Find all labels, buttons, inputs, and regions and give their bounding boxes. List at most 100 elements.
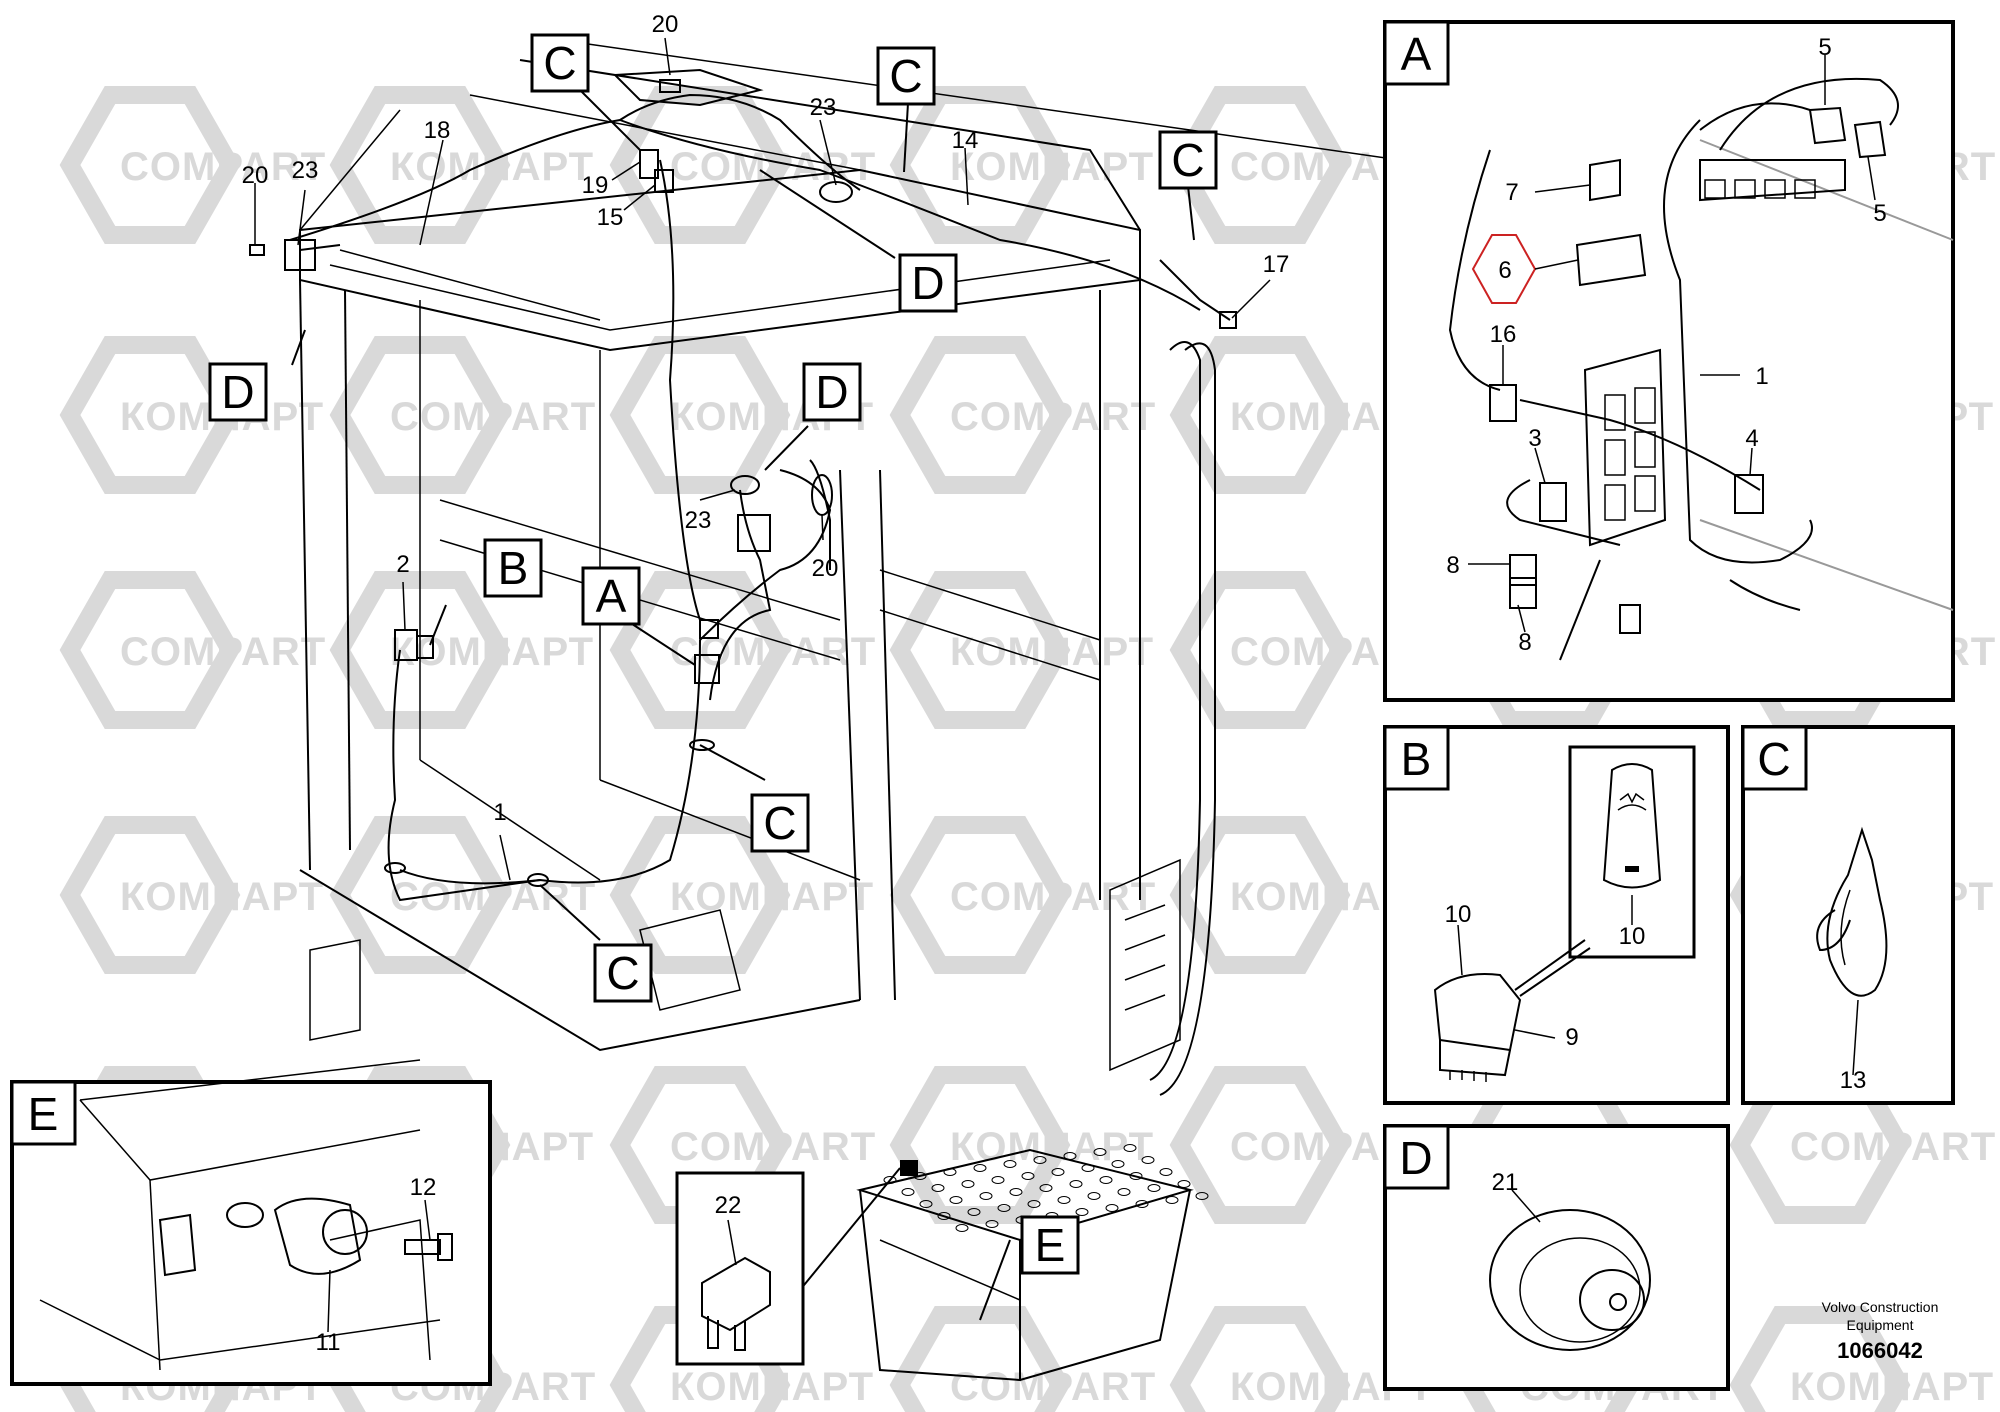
label-23-mid: 23	[685, 507, 712, 534]
label-20-left: 20	[242, 162, 269, 189]
label-22: 22	[715, 1192, 742, 1219]
panel-b-tag: B	[1401, 733, 1432, 785]
step-hole	[1057, 1196, 1071, 1204]
label-23-top: 23	[810, 94, 837, 121]
fuse-inset: 22	[675, 1171, 805, 1366]
main-part-labels: 20 18 20 23 19 15 23 14 17 23 20 2 1	[242, 11, 1290, 826]
watermark-hexagon	[1169, 1066, 1351, 1224]
step-hole	[919, 1200, 933, 1208]
panel-a-label-8-top: 8	[1446, 552, 1459, 579]
step-hole	[1051, 1168, 1065, 1176]
watermark-hexagon	[329, 336, 511, 494]
panel-b: B 10 10 9	[1383, 725, 1730, 1105]
watermark-hexagon	[889, 336, 1071, 494]
watermark-hexagon	[1169, 571, 1351, 729]
tag-c-5: C	[606, 947, 639, 999]
step-hole	[979, 1192, 993, 1200]
watermark-hexagon	[889, 1066, 1071, 1224]
watermark-text: КОМПАРТ	[670, 875, 874, 919]
leader-lines	[254, 37, 1271, 1321]
label-19: 19	[582, 172, 609, 199]
watermark-hexagon	[889, 816, 1071, 974]
tag-c-1: C	[543, 37, 576, 89]
panel-a-label-5-top: 5	[1818, 34, 1831, 61]
panel-a-tag: A	[1401, 28, 1432, 80]
panel-c: C 13	[1741, 725, 1955, 1105]
tag-d-3: D	[815, 366, 848, 418]
watermark-hexagon	[329, 86, 511, 244]
panel-a-label-3: 3	[1528, 425, 1541, 452]
watermark-text: КОМПАРТ	[1790, 1365, 1994, 1409]
label-20-top: 20	[652, 11, 679, 38]
step-hole	[1099, 1176, 1113, 1184]
step-hole	[1009, 1188, 1023, 1196]
tag-b: B	[498, 542, 529, 594]
panel-d-tag: D	[1399, 1132, 1432, 1184]
watermark-hexagon	[59, 86, 241, 244]
step-hole	[1093, 1148, 1107, 1156]
step-hole	[1135, 1200, 1149, 1208]
label-2: 2	[396, 551, 409, 578]
step-hole	[1069, 1180, 1083, 1188]
panel-b-label-9: 9	[1565, 1024, 1578, 1051]
label-14: 14	[952, 127, 979, 154]
step-hole	[1123, 1144, 1137, 1152]
step-hole	[1195, 1192, 1209, 1200]
step-hole	[1105, 1204, 1119, 1212]
step-hole	[883, 1176, 897, 1184]
watermark-hexagon	[889, 86, 1071, 244]
watermark-hexagon	[59, 336, 241, 494]
step-hole	[1063, 1152, 1077, 1160]
tag-e: E	[1035, 1219, 1066, 1271]
panel-a-label-4: 4	[1745, 425, 1758, 452]
label-23-left: 23	[292, 157, 319, 184]
highlight-hexagon	[1471, 234, 1537, 304]
watermark-text: КОМПАРТ	[120, 875, 324, 919]
watermark-hexagon	[1169, 336, 1351, 494]
watermark-text: COMPART	[950, 395, 1156, 439]
watermark-text: COMPART	[950, 1365, 1156, 1409]
step-hole	[1117, 1188, 1131, 1196]
panel-e-tag: E	[28, 1088, 59, 1140]
components	[249, 68, 1237, 1176]
step-hole	[949, 1196, 963, 1204]
watermark-text: COMPART	[120, 630, 326, 674]
wire-harness	[289, 93, 1231, 902]
watermark-hexagon	[1169, 1306, 1351, 1412]
panel-a-label-1: 1	[1755, 363, 1768, 390]
tag-d-2: D	[221, 366, 254, 418]
panel-a-label-16: 16	[1490, 321, 1517, 348]
step-hole	[1111, 1160, 1125, 1168]
label-17: 17	[1263, 251, 1290, 278]
tag-a: A	[596, 570, 627, 622]
watermark-hexagon	[59, 816, 241, 974]
panel-a-label-5-right: 5	[1873, 200, 1886, 227]
step-hole	[991, 1176, 1005, 1184]
step-hole	[937, 1212, 951, 1220]
step-hole	[943, 1168, 957, 1176]
step-hole	[1081, 1164, 1095, 1172]
step-hole	[1177, 1180, 1191, 1188]
step-hole	[1129, 1172, 1143, 1180]
step-hole	[1003, 1160, 1017, 1168]
watermark-text: КОМПАРТ	[390, 630, 594, 674]
step-hole	[973, 1164, 987, 1172]
step-hole	[1039, 1184, 1053, 1192]
panel-c-label-13: 13	[1840, 1067, 1867, 1094]
watermark-text: КОМПАРТ	[670, 1365, 874, 1409]
watermark-hexagon	[1729, 1306, 1911, 1412]
step-hole	[1033, 1156, 1047, 1164]
watermark-text: КОМПАРТ	[390, 145, 594, 189]
step-hole	[967, 1208, 981, 1216]
step-hole	[901, 1188, 915, 1196]
tag-c-4: C	[763, 797, 796, 849]
label-18: 18	[424, 117, 451, 144]
panel-a: A	[1383, 20, 1955, 702]
watermark-text: COMPART	[1790, 1125, 1996, 1169]
cab-frame-drawing	[299, 39, 1401, 1382]
step-hole	[955, 1224, 969, 1232]
panel-d-label-21: 21	[1492, 1169, 1519, 1196]
panel-e: E 12 11	[10, 1059, 492, 1386]
